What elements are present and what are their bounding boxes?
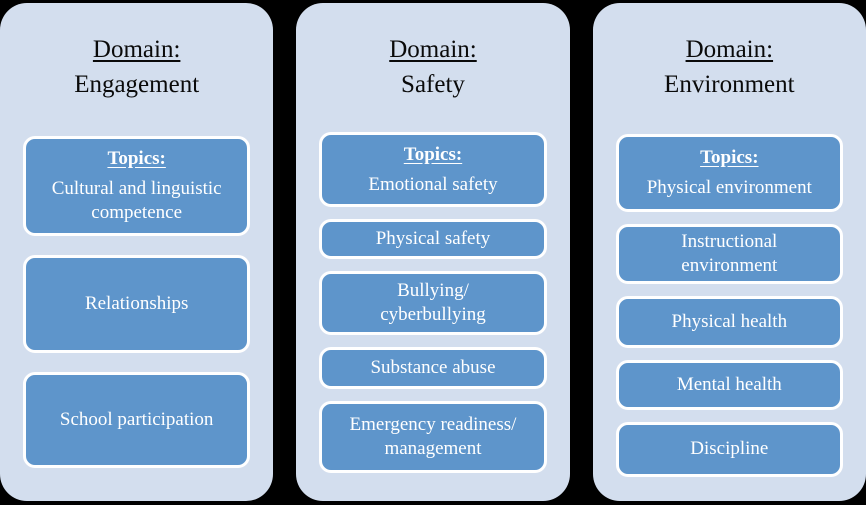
panel-domain-safety: Domain: Safety Topics: Emotional safety … bbox=[296, 3, 570, 501]
topics-label: Topics: bbox=[700, 147, 759, 169]
panel-domain-environment: Domain: Environment Topics: Physical env… bbox=[592, 3, 866, 501]
topic-text: Discipline bbox=[690, 438, 769, 460]
domain-name: Engagement bbox=[74, 70, 200, 98]
topic-box: Topics: Emotional safety bbox=[319, 132, 547, 207]
topic-box: Relationships bbox=[23, 255, 251, 353]
topic-text: Emergency readiness/ management bbox=[349, 414, 517, 459]
topics-label: Topics: bbox=[107, 148, 166, 170]
topic-box: School participation bbox=[23, 372, 251, 468]
topic-box-list: Topics: Emotional safety Physical safety… bbox=[319, 132, 547, 473]
domain-label: Domain: bbox=[92, 36, 181, 63]
topic-text: Physical safety bbox=[375, 228, 491, 250]
topic-text: Emotional safety bbox=[368, 173, 498, 195]
topic-box-list: Topics: Physical environment Instruction… bbox=[615, 134, 843, 477]
panel-heading: Domain: Environment bbox=[616, 33, 843, 102]
topic-box: Emergency readiness/ management bbox=[319, 401, 547, 473]
topic-text: Substance abuse bbox=[370, 357, 496, 379]
topic-text: Instructional environment bbox=[681, 231, 778, 276]
domain-label: Domain: bbox=[389, 36, 477, 63]
topic-box: Physical safety bbox=[319, 219, 547, 259]
topic-text: Physical health bbox=[671, 310, 788, 332]
topic-box: Topics: Physical environment bbox=[615, 134, 843, 212]
topic-box: Mental health bbox=[615, 359, 843, 410]
panel-heading: Domain: Engagement bbox=[23, 33, 250, 102]
topic-box: Substance abuse bbox=[319, 347, 547, 389]
panel-heading: Domain: Safety bbox=[319, 33, 546, 102]
topic-text: Bullying/ cyberbullying bbox=[380, 280, 486, 325]
topic-text: Mental health bbox=[676, 373, 782, 395]
topic-box: Physical health bbox=[615, 295, 843, 348]
topic-box: Topics: Cultural and linguistic competen… bbox=[23, 136, 251, 236]
topic-box: Instructional environment bbox=[615, 224, 843, 284]
domain-name: Environment bbox=[664, 70, 795, 98]
topic-text: Cultural and linguistic competence bbox=[51, 178, 222, 223]
topics-label: Topics: bbox=[403, 143, 463, 165]
topic-text: Physical environment bbox=[646, 177, 812, 198]
topic-box: Bullying/ cyberbullying bbox=[319, 271, 547, 335]
panel-domain-engagement: Domain: Engagement Topics: Cultural and … bbox=[0, 3, 274, 501]
topic-text: Relationships bbox=[84, 293, 189, 315]
domain-label: Domain: bbox=[685, 36, 774, 63]
topic-box: Discipline bbox=[615, 421, 843, 477]
topic-text: School participation bbox=[59, 409, 214, 431]
domain-name: Safety bbox=[401, 70, 465, 98]
topic-box-list: Topics: Cultural and linguistic competen… bbox=[23, 136, 251, 468]
